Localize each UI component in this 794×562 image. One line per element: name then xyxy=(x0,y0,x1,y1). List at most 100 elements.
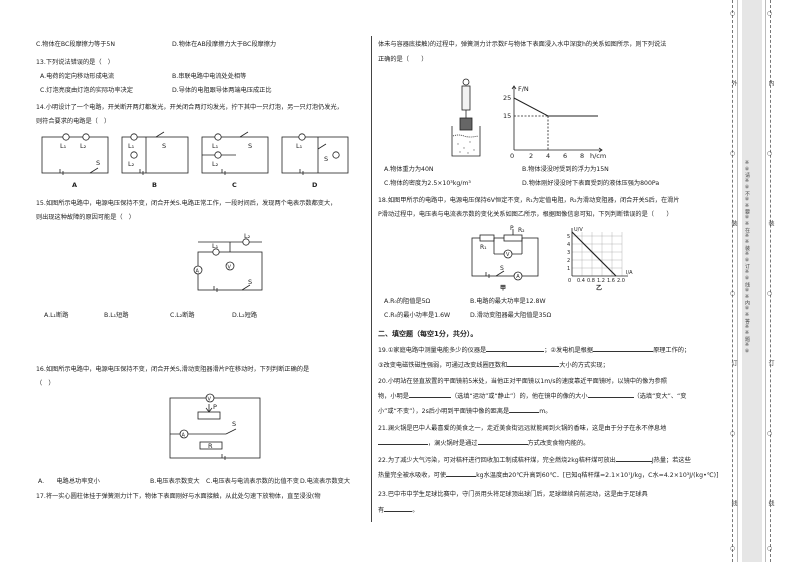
outer-char-7: 线 xyxy=(730,500,737,506)
q18-ytick-1: 1 xyxy=(567,266,570,272)
q18-yi-label: 乙 xyxy=(596,285,602,292)
q19-line-1: 19.①家庭电路中测量电能多少的仪器是；②发电机是根据原理工作的； xyxy=(378,347,690,355)
q22-part-c: 热量完全被水吸收，可使 xyxy=(378,472,447,479)
q23-line-1: 23.巴中市中学生足球比赛中，守门员用头将足球顶出球门后，足球继续向前运动，这是… xyxy=(378,491,648,498)
q18-xtick-04: 0.4 xyxy=(577,278,585,284)
inner-char-8: ○ xyxy=(766,545,773,552)
q15-option-d: D.L₂短路 xyxy=(232,312,258,319)
q20-part-e: 小”或“不变”），2s后小明到平面镜中像的距离是 xyxy=(378,408,510,415)
q17-graph-xlabel: h/cm xyxy=(590,152,606,160)
inner-char-2: ○ xyxy=(766,150,773,157)
q20-part-f: m。 xyxy=(539,408,552,415)
q16-bracket: （ ） xyxy=(36,380,55,387)
q15-option-a: A.L₁断路 xyxy=(44,312,69,319)
q20-blank-1[interactable] xyxy=(408,397,451,398)
q19-part-c: 原理工作的； xyxy=(653,347,691,354)
q22-part-d: kg水温度由20℃升高到60℃．[已知q秸秆煤=2.1×10⁷J/kg，C水=4… xyxy=(476,472,719,479)
q13-stem: 13.下列说法错误的是（ ） xyxy=(36,59,114,66)
q18-ytick-4: 4 xyxy=(567,242,570,248)
q15-voltmeter-label: V xyxy=(228,265,232,271)
q17-graph-xtick-6: 6 xyxy=(563,152,567,160)
q12-option-d: D.物体在AB段摩擦力大于BC段摩擦力 xyxy=(172,41,277,48)
q16-circuit-figure: V P A S R xyxy=(166,393,266,464)
inner-char-7: 线 xyxy=(767,500,774,506)
q19-blank-2[interactable] xyxy=(593,351,654,352)
q18-graph-xlabel: I/A xyxy=(626,270,633,276)
inner-char-4: ○ xyxy=(766,290,773,297)
q14d-s-label: S xyxy=(324,155,328,163)
outer-char-0: ○ xyxy=(729,10,736,17)
q14c-l2-label: L₂ xyxy=(212,160,219,168)
q18-option-b: B.电路的最大功率是12.8W xyxy=(470,298,546,305)
q13-option-b: B.串联电路中电流处处相等 xyxy=(172,73,247,80)
q14c-s-label: S xyxy=(248,142,252,150)
q18-stem-1: 18.如图甲所示的电路中，电源电压保持6V恒定不变，R₁为定值电阻，R₂为滑动变… xyxy=(378,197,680,204)
outer-char-8: ○ xyxy=(729,545,736,552)
q19-blank-3[interactable] xyxy=(507,366,560,367)
q14a-s-label: S xyxy=(96,159,100,167)
q17-option-d: D.物体刚好浸没时下表面受到的液体压强为800Pa xyxy=(522,180,660,187)
q18-stem-2: P滑动过程中，电压表与电流表示数的变化关系如图乙所示，根据图像信息可知，下列判断… xyxy=(378,211,673,218)
q14-fig-d-label: D xyxy=(312,181,318,189)
q18-ytick-5: 5 xyxy=(567,234,570,240)
q20-part-c: （选填“运动”或“静止”）的，他在镜中的像的大小 xyxy=(450,393,588,400)
q22-line-1: 22.为了减少大气污染，可对秸秆进行回收加工制成秸秆煤，完全燃烧2kg秸秆煤可放… xyxy=(378,457,691,465)
q21-line-1: 21.澜火锅是巴中人最喜爱的美食之一，走近美食街远远就能闻到火锅的香味，这是由于… xyxy=(378,425,667,432)
q18-r1-label: R₁ xyxy=(480,244,487,251)
inner-char-3: 装 xyxy=(767,220,774,226)
q14d-l1-label: L₁ xyxy=(296,142,303,150)
q22-part-b: J热量；若这些 xyxy=(651,457,691,464)
q17-graph-xtick-8: 8 xyxy=(580,152,584,160)
q14b-s-label: S xyxy=(162,142,166,150)
q14a-l1-label: L₁ xyxy=(60,142,67,150)
q17-graph-xtick-2: 2 xyxy=(529,152,533,160)
q18-xtick-16: 1.6 xyxy=(607,278,615,284)
q15-option-b: B.L₁短路 xyxy=(104,312,129,319)
q19-part-b: ；②发电机是根据 xyxy=(544,347,594,354)
q15-stem-1: 15.如图所示电路中，电源电压保持不变，闭合开关S.电路正常工作，一段时间后，发… xyxy=(36,200,337,207)
q18-option-a: A.R₀的阻值是5Ω xyxy=(384,298,431,305)
q23-part-c: 。 xyxy=(412,507,419,514)
q16-voltmeter-label: V xyxy=(208,397,212,403)
q18-voltmeter-label: V xyxy=(506,252,510,258)
q17-option-a: A.物体重力为40N xyxy=(384,166,434,173)
q20-line-2: 物，小明是（选填“运动”或“静止”）的，他在镜中的像的大小（选填“变大”、“变 xyxy=(378,393,686,401)
q12-option-c: C.物体在BC段摩擦力等于5N xyxy=(36,41,115,48)
q19-part-e: 大小的方式实现； xyxy=(559,362,609,369)
q18-option-c: C.R₀的最小功率是1.6W xyxy=(384,312,451,319)
q14c-l1-label: L₁ xyxy=(212,142,219,150)
q14-fig-a-label: A xyxy=(72,181,77,189)
q23-blank-1[interactable] xyxy=(384,511,413,512)
q21-blank-1[interactable] xyxy=(378,444,428,445)
q18-ytick-3: 3 xyxy=(567,250,570,256)
q15-s-label: S xyxy=(248,278,252,286)
q18-ammeter-label: A xyxy=(516,274,520,280)
q22-blank-2[interactable] xyxy=(446,476,477,477)
q16-stem: 16.如图所示电路中，电源电压保持不变，闭合开关S,滑动变阻器滑片P在移动时，下… xyxy=(36,366,310,373)
column-divider xyxy=(371,36,372,522)
q22-blank-1[interactable] xyxy=(615,461,652,462)
q17-graph-ytick-15: 15 xyxy=(503,112,511,120)
outer-char-5: 订 xyxy=(730,360,737,366)
outer-char-1: 外 xyxy=(730,80,737,86)
inner-char-5: 订 xyxy=(767,360,774,366)
q15-option-c: C.L₂断路 xyxy=(170,312,195,319)
q23-line-2: 有。 xyxy=(378,507,418,515)
q14-stem-1: 14.小明设计了一个电路，开关断开两灯都发光，开关闭合两灯均发光，拧下其中一只灯… xyxy=(36,104,343,111)
q17-graph-xtick-0: 0 xyxy=(510,152,514,160)
q19-blank-1[interactable] xyxy=(486,351,545,352)
q18-p-label: P xyxy=(510,225,514,232)
q21-line-2: ，澜火锅时是通过方式改变食物内能的。 xyxy=(378,440,589,448)
q20-line-3: 小”或“不变”），2s后小明到平面镜中像的距离是 m。 xyxy=(378,408,551,416)
q20-blank-3[interactable] xyxy=(509,412,540,413)
q17-force-depth-graph: F/N h/cm 25 15 0 2 4 6 8 xyxy=(502,84,612,160)
q18-jia-label: 甲 xyxy=(500,284,506,292)
outer-dashed-line xyxy=(732,0,733,562)
q18-xtick-20: 2.0 xyxy=(617,278,625,284)
q21-blank-2[interactable] xyxy=(477,444,528,445)
outer-char-3: 装 xyxy=(730,220,737,226)
q15-ammeter-label: A xyxy=(196,269,200,275)
q19-part-d: ③改变电磁铁磁性强弱，可通过改变线圈匝数和 xyxy=(378,362,508,369)
q16-option-a: A. 电路总功率变小 xyxy=(38,478,100,485)
q20-blank-2[interactable] xyxy=(587,397,634,398)
